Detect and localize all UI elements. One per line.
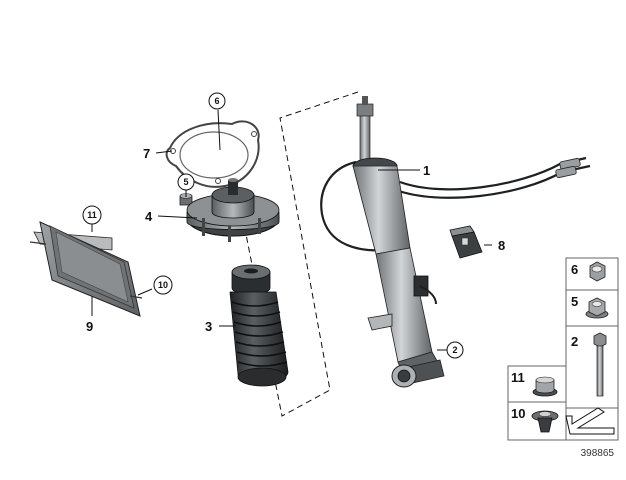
callout-4: 4 bbox=[145, 209, 153, 224]
flange-nut-icon bbox=[585, 297, 609, 319]
callout-6-circle bbox=[208, 92, 226, 110]
callout-11-circle bbox=[82, 205, 102, 225]
bolt-icon bbox=[593, 332, 607, 397]
callout-5: 5 bbox=[183, 177, 188, 187]
callout-8: 8 bbox=[498, 238, 505, 253]
shock-absorber-part bbox=[320, 96, 591, 388]
callout-9: 9 bbox=[86, 319, 93, 334]
callout-7: 7 bbox=[143, 146, 150, 161]
expanding-rivet-icon bbox=[531, 410, 559, 433]
clip-nut-icon bbox=[532, 376, 558, 397]
holder-part bbox=[449, 225, 483, 259]
callout-2: 2 bbox=[452, 345, 457, 355]
hex-nut-icon bbox=[589, 261, 606, 282]
legend-label-10: 10 bbox=[511, 406, 525, 421]
arrow-icon bbox=[565, 407, 615, 435]
callout-6: 6 bbox=[214, 96, 219, 106]
legend-label-2: 2 bbox=[571, 334, 578, 349]
strut-mount-part bbox=[186, 178, 280, 242]
dust-boot-part bbox=[229, 264, 289, 387]
callout-1: 1 bbox=[423, 163, 430, 178]
parts-legend-grid bbox=[507, 257, 619, 441]
legend-label-6: 6 bbox=[571, 262, 578, 277]
callout-11: 11 bbox=[87, 210, 97, 220]
callout-3: 3 bbox=[205, 319, 212, 334]
gasket-part bbox=[165, 120, 260, 188]
callout-5-circle bbox=[177, 173, 195, 191]
callout-10: 10 bbox=[158, 280, 168, 290]
legend-label-5: 5 bbox=[571, 294, 578, 309]
callout-10-circle bbox=[153, 275, 173, 295]
legend-label-11: 11 bbox=[511, 370, 525, 385]
reference-number: 398865 bbox=[581, 448, 615, 459]
control-unit-part bbox=[29, 221, 143, 317]
callout-2-circle bbox=[446, 341, 464, 359]
